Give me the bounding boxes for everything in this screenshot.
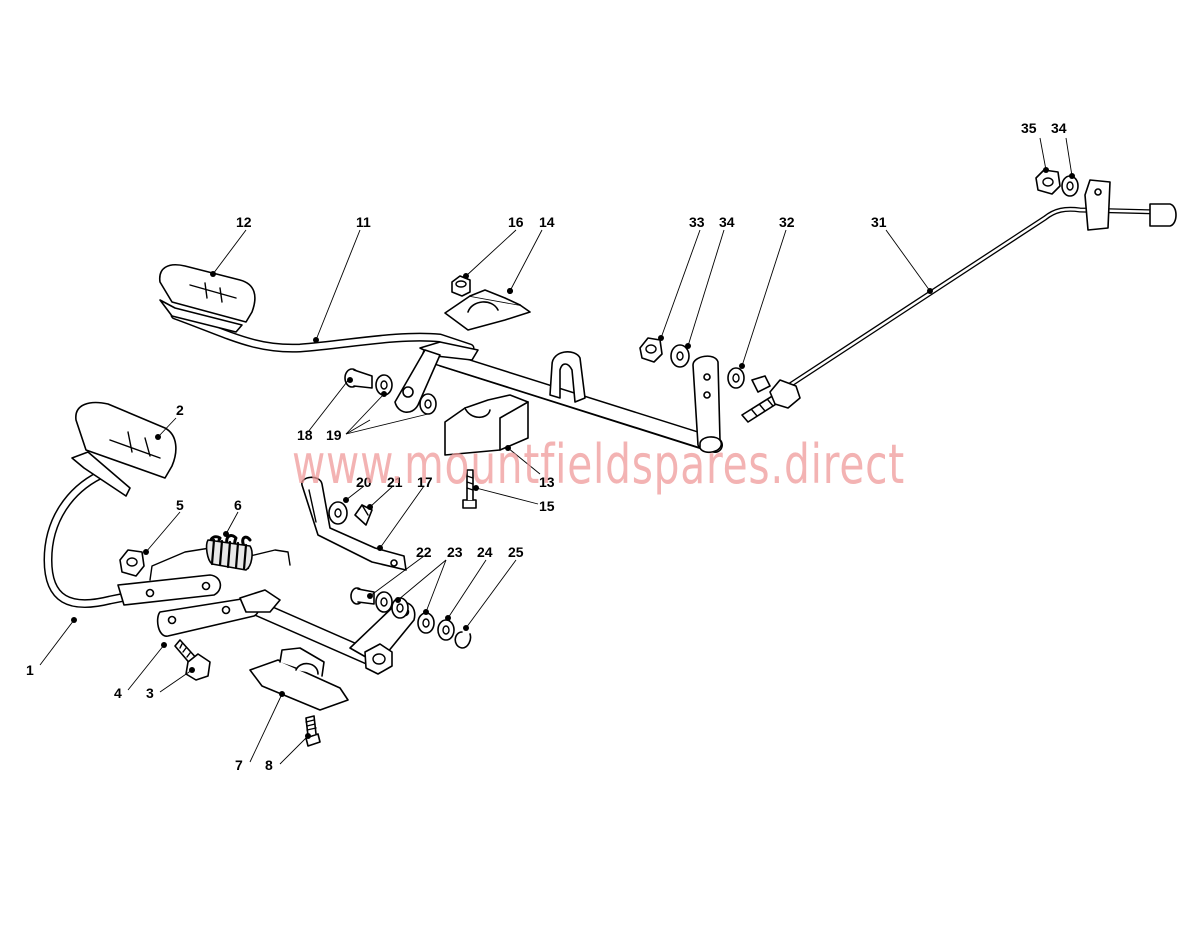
nut-33 bbox=[639, 337, 663, 363]
callout-15: 15 bbox=[539, 498, 555, 514]
callout-8: 8 bbox=[265, 757, 273, 773]
screw-8 bbox=[305, 715, 321, 747]
washer-34-lower bbox=[670, 344, 690, 368]
callout-20: 20 bbox=[356, 474, 372, 490]
shaft-clamp bbox=[549, 351, 586, 403]
callout-3: 3 bbox=[146, 685, 154, 701]
bolt-3 bbox=[174, 639, 211, 681]
pedal-pad-2 bbox=[71, 401, 177, 497]
callout-31: 31 bbox=[871, 214, 887, 230]
callout-34-upper: 34 bbox=[1051, 120, 1067, 136]
callout-14: 14 bbox=[539, 214, 555, 230]
callout-32: 32 bbox=[779, 214, 795, 230]
callout-19: 19 bbox=[326, 427, 342, 443]
washer-32 bbox=[727, 367, 745, 389]
callout-16: 16 bbox=[508, 214, 524, 230]
pedal-pad-12 bbox=[159, 264, 256, 333]
leader-lines bbox=[39, 137, 1073, 765]
callout-12: 12 bbox=[236, 214, 252, 230]
callout-4: 4 bbox=[114, 685, 122, 701]
watermark-text: www.mountfieldspares.direct bbox=[292, 433, 905, 496]
threaded-adjuster-32 bbox=[741, 375, 801, 423]
clip-21 bbox=[354, 504, 373, 526]
washer-34-upper bbox=[1061, 175, 1079, 197]
cross-shaft bbox=[422, 347, 723, 453]
bearing-block-lower-13 bbox=[444, 394, 529, 456]
nut-16 bbox=[451, 275, 471, 297]
callout-2: 2 bbox=[176, 402, 184, 418]
callout-13: 13 bbox=[539, 474, 555, 490]
link-rod-31 bbox=[787, 179, 1177, 388]
shaft-end-plate bbox=[692, 355, 722, 454]
bolt-15 bbox=[462, 469, 477, 509]
callout-6: 6 bbox=[234, 497, 242, 513]
callout-22: 22 bbox=[416, 544, 432, 560]
spring-6 bbox=[149, 534, 291, 581]
callout-25: 25 bbox=[508, 544, 524, 560]
cross-shaft-lever bbox=[394, 349, 441, 413]
bracket-17 bbox=[301, 476, 407, 571]
callout-5: 5 bbox=[176, 497, 184, 513]
callout-23: 23 bbox=[447, 544, 463, 560]
callout-24: 24 bbox=[477, 544, 493, 560]
pedal-arm bbox=[170, 310, 479, 361]
callout-35: 35 bbox=[1021, 120, 1037, 136]
callout-17: 17 bbox=[417, 474, 433, 490]
callout-1: 1 bbox=[26, 662, 34, 678]
bearing-block-upper-14 bbox=[444, 288, 531, 331]
leader-dots bbox=[71, 167, 1075, 739]
callout-33: 33 bbox=[689, 214, 705, 230]
callout-18: 18 bbox=[297, 427, 313, 443]
callout-21: 21 bbox=[387, 474, 403, 490]
callout-7: 7 bbox=[235, 757, 243, 773]
nut-35 bbox=[1035, 169, 1061, 195]
callout-labels: 1 2 3 4 5 6 7 8 11 12 13 14 15 16 17 18 … bbox=[26, 120, 1067, 773]
pin-22 bbox=[350, 587, 375, 605]
bearing-7 bbox=[249, 647, 349, 711]
nut-5 bbox=[119, 549, 145, 577]
washer-20 bbox=[328, 501, 348, 525]
callout-11: 11 bbox=[356, 214, 371, 230]
callout-34: 34 bbox=[719, 214, 735, 230]
pedal-arm-1 bbox=[43, 470, 222, 609]
